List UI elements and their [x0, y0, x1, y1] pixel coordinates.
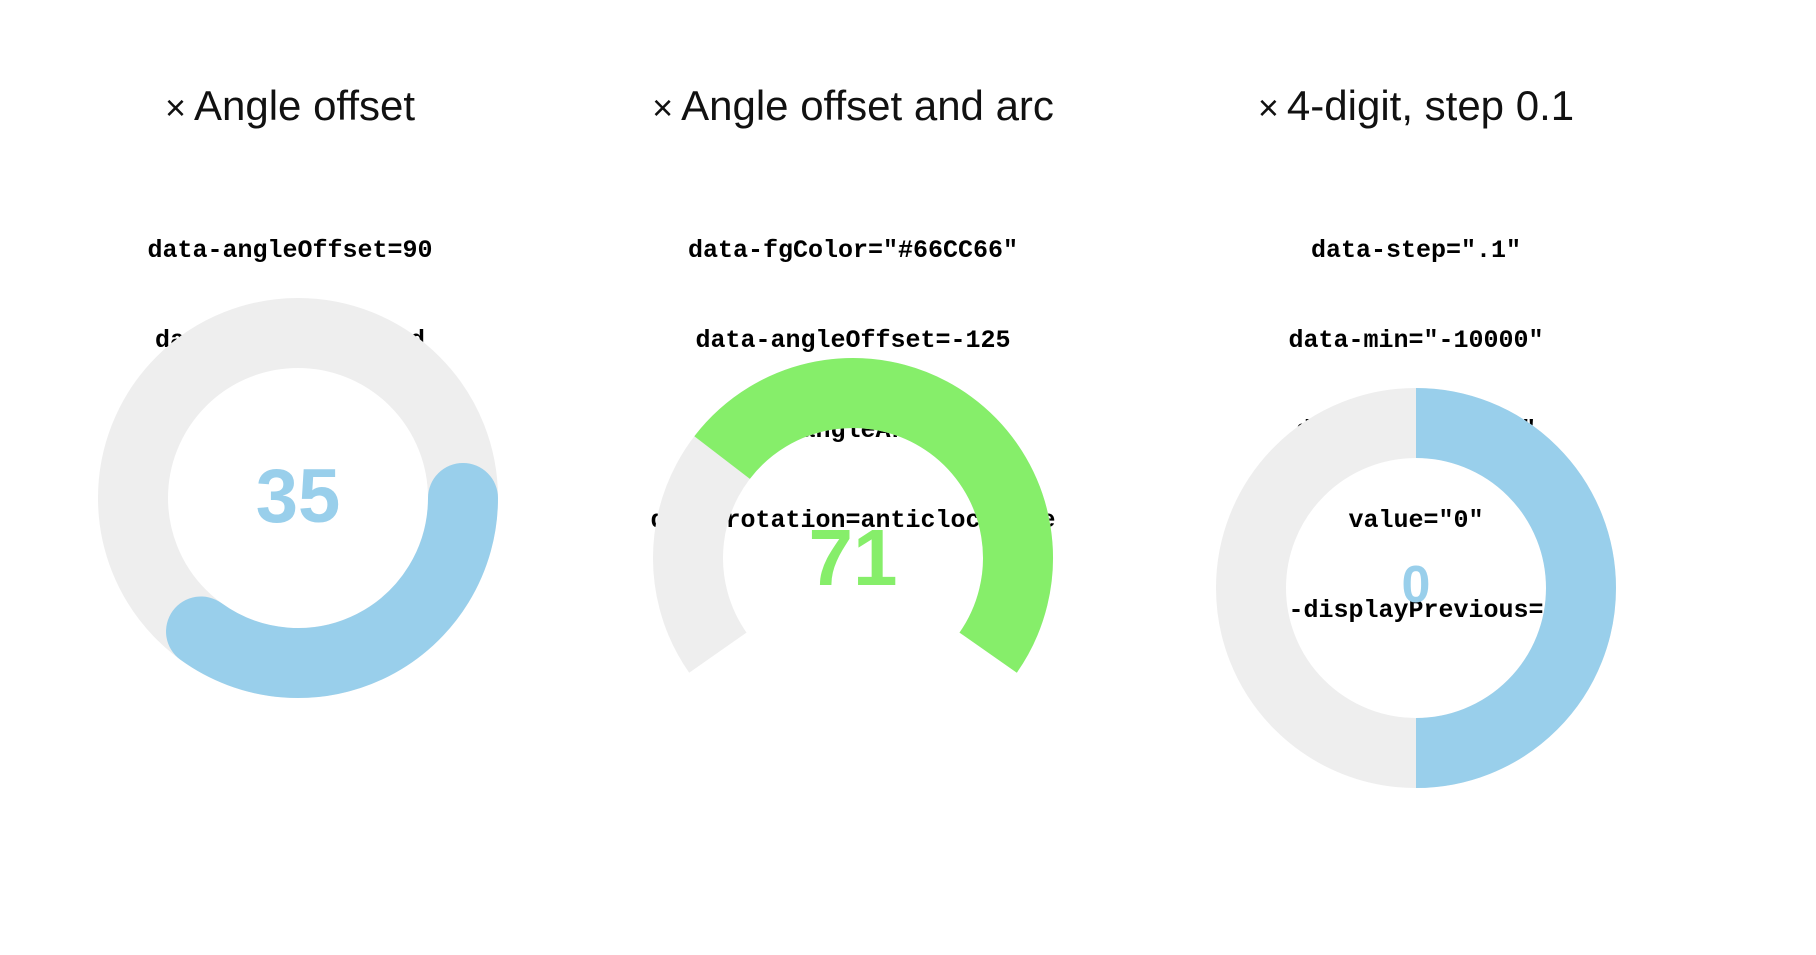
code-line: data-angleOffset=-125 [695, 326, 1011, 355]
code-line: data-min="-10000" [1288, 326, 1544, 355]
demo-angle-offset-arc: ×Angle offset and arc data-fgColor="#66C… [573, 0, 1133, 955]
close-icon[interactable]: × [164, 87, 186, 128]
demo-4-digit-step: ×4-digit, step 0.1 data-step=".1" data-m… [1136, 0, 1696, 955]
demo-title-text: Angle offset [193, 82, 416, 129]
knob-value-arc [166, 463, 498, 698]
demo-title-text: 4-digit, step 0.1 [1286, 82, 1575, 129]
knob-value-input[interactable] [228, 456, 368, 536]
knob-value-arc [1415, 388, 1616, 788]
demo-angle-offset: ×Angle offset data-angleOffset=90 data-l… [10, 0, 570, 955]
knob-value-input[interactable] [1376, 555, 1456, 615]
close-icon[interactable]: × [652, 87, 674, 128]
knob-value-arc [694, 358, 1053, 673]
demo-title: ×Angle offset and arc [573, 82, 1133, 130]
knob-dial[interactable] [643, 348, 1063, 768]
knob-dial[interactable] [1206, 378, 1626, 798]
demo-title: ×Angle offset [10, 82, 570, 130]
knob-dial[interactable] [88, 288, 508, 708]
knob-value-input[interactable] [783, 515, 923, 601]
code-line: data-fgColor="#66CC66" [687, 236, 1019, 265]
code-line: data-step=".1" [1310, 236, 1522, 265]
code-line: value="0" [1348, 506, 1484, 535]
code-line: data-angleOffset=90 [147, 236, 433, 265]
demo-title-text: Angle offset and arc [681, 82, 1054, 129]
close-icon[interactable]: × [1257, 87, 1279, 128]
demo-title: ×4-digit, step 0.1 [1136, 82, 1696, 130]
